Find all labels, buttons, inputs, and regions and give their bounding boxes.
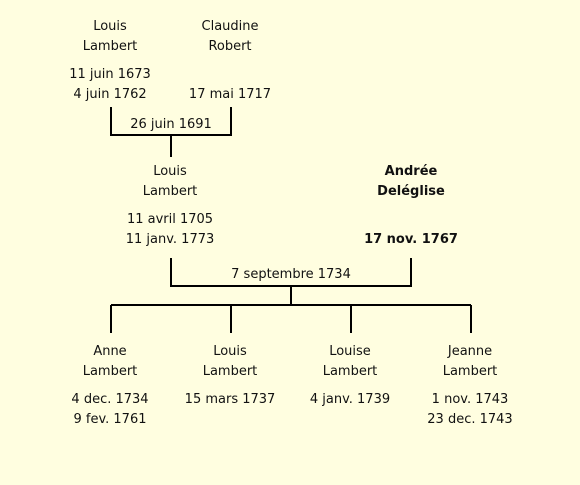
last-name: Robert [208,39,252,54]
last-name: Lambert [82,39,138,54]
first-name: Louis [213,344,247,359]
last-name: Deléglise [377,184,445,199]
grandfather-card: Louis Lambert 11 juin 1673 4 juin 1762 [40,17,180,105]
first-name: Louise [329,344,371,359]
death-date: 4 juin 1762 [73,87,147,102]
first-name: Anne [93,344,127,359]
first-name: Andrée [384,164,438,179]
first-name: Louis [153,164,187,179]
last-name: Lambert [202,364,258,379]
birth-date: 4 janv. 1739 [309,392,391,407]
mother-card: Andrée Deléglise 17 nov. 1767 [341,162,481,250]
birth-date: 4 dec. 1734 [71,392,149,407]
first-name: Louis [93,19,127,34]
death-date: 11 janv. 1773 [125,232,215,247]
death-date: 9 fev. 1761 [73,412,147,427]
grandparents-marriage-date: 26 juin 1691 [121,116,221,134]
last-name: Lambert [442,364,498,379]
death-date: 17 mai 1717 [188,87,272,102]
child-card: Jeanne Lambert 1 nov. 1743 23 dec. 1743 [400,342,540,430]
grandmother-card: Claudine Robert 17 mai 1717 [160,17,300,105]
child-card: Anne Lambert 4 dec. 1734 9 fev. 1761 [40,342,180,430]
birth-date [160,65,300,85]
last-name: Lambert [322,364,378,379]
first-name: Jeanne [447,344,493,359]
first-name: Claudine [201,19,259,34]
parents-marriage-date: 7 septembre 1734 [221,266,361,284]
death-date: 17 nov. 1767 [364,232,458,247]
last-name: Lambert [142,184,198,199]
birth-date: 15 mars 1737 [184,392,276,407]
death-date: 23 dec. 1743 [427,412,513,427]
child-card: Louise Lambert 4 janv. 1739 [280,342,420,410]
birth-date: 1 nov. 1743 [431,392,509,407]
birth-date: 11 avril 1705 [126,212,214,227]
birth-date [341,210,481,230]
child-card: Louis Lambert 15 mars 1737 [160,342,300,410]
birth-date: 11 juin 1673 [69,67,151,82]
father-card: Louis Lambert 11 avril 1705 11 janv. 177… [100,162,240,250]
last-name: Lambert [82,364,138,379]
